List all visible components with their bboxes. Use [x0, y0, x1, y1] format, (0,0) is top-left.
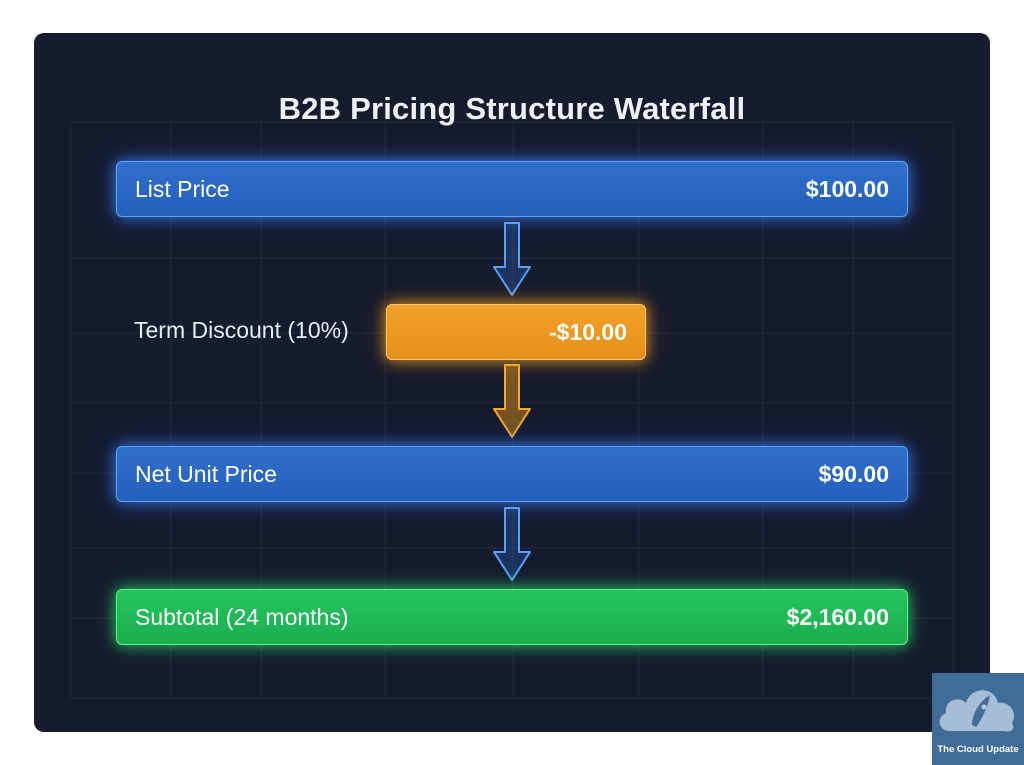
- term-discount-label: Term Discount (10%): [134, 317, 349, 343]
- net-unit-price-label: Net Unit Price: [135, 460, 277, 487]
- diagram-title: B2B Pricing Structure Waterfall: [278, 91, 746, 126]
- net-unit-price-value: $90.00: [818, 460, 889, 487]
- watermark-badge: The Cloud Update: [932, 673, 1024, 765]
- list-price-label: List Price: [135, 175, 230, 202]
- watermark-text: The Cloud Update: [937, 744, 1019, 755]
- arrow-down-icon: [493, 222, 531, 296]
- cloud-rocket-icon: [939, 690, 1015, 732]
- term-discount-bar: -$10.00: [386, 304, 646, 360]
- arrow-down-icon: [493, 507, 531, 581]
- list-price-bar: List Price $100.00: [116, 161, 908, 217]
- arrow-down-icon: [493, 364, 531, 438]
- list-price-value: $100.00: [805, 175, 889, 202]
- subtotal-value: $2,160.00: [786, 603, 889, 630]
- term-discount-value: -$10.00: [548, 318, 627, 345]
- subtotal-label: Subtotal (24 months): [135, 603, 349, 630]
- diagram-panel: B2B Pricing Structure Waterfall List Pri…: [34, 33, 990, 732]
- net-unit-price-bar: Net Unit Price $90.00: [116, 446, 908, 502]
- subtotal-bar: Subtotal (24 months) $2,160.00: [116, 589, 908, 645]
